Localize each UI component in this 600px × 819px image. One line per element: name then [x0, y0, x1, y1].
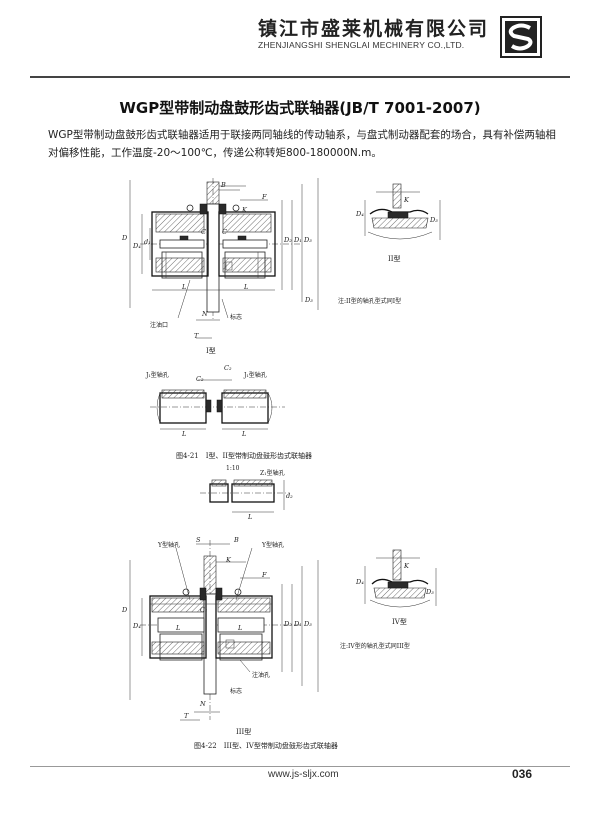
- fig1-dim-d3-bottom: D₃: [305, 296, 313, 304]
- inset2-dim-k: K: [404, 196, 409, 204]
- inset4-dim-d3: D₃: [426, 588, 434, 596]
- fig2-dim-l-left: L: [176, 624, 181, 632]
- fig1-dim-d2: D₂: [284, 236, 292, 244]
- shaft-dim-c2-left: C₂: [196, 375, 204, 383]
- z1-taper: 1:10: [226, 465, 240, 472]
- fig1-dim-f: F: [262, 193, 267, 201]
- fig1-label-mark: 标志: [230, 314, 243, 321]
- fig2-dim-l-right: L: [238, 624, 243, 632]
- shaft-right-label: J₁型轴孔: [244, 372, 267, 379]
- company-name-cn: 镇江市盛莱机械有限公司: [258, 18, 490, 40]
- fig1-dim-c-left: C: [201, 228, 206, 236]
- fig1-dim-l-left: L: [182, 283, 187, 291]
- fig2-dim-n: N: [200, 700, 206, 708]
- footer-url[interactable]: www.js-sljx.com: [268, 769, 339, 780]
- inset2-dim-d3: D₃: [430, 216, 438, 224]
- fig2-dim-d1: D₁: [294, 620, 302, 628]
- shaft-dim-c2-right: C₂: [224, 364, 232, 372]
- fig2-dim-f: F: [262, 571, 267, 579]
- z1-label: Z₁型轴孔: [260, 470, 285, 477]
- shaft-dim-l-right: L: [242, 430, 247, 438]
- fig1-dim-t: T: [194, 332, 199, 340]
- product-description: WGP型带制动盘鼓形齿式联轴器适用于联接两同轴线的传动轴系，与盘式制动器配套的场…: [48, 129, 556, 159]
- fig-4-22-caption: 图4-22 III型、IV型带制动盘鼓形齿式联轴器: [194, 742, 338, 750]
- company-logo-icon: [500, 16, 542, 58]
- inset2-dim-d4: D₄: [356, 210, 364, 218]
- shaft-z1-drawing: [200, 479, 290, 513]
- inset4-dim-k: K: [404, 562, 409, 570]
- fig1-type-caption: I型: [206, 347, 216, 355]
- shaft-left-label: J₁型轴孔: [146, 372, 169, 379]
- fig2-dim-d2: D₂: [284, 620, 292, 628]
- inset4-dim-d4: D₄: [356, 578, 364, 586]
- fig1-dim-b: B: [221, 181, 226, 189]
- fig2-dim-d4: D₄: [133, 622, 141, 630]
- fig1-dim-d1: D₁: [294, 236, 302, 244]
- fig2-dim-t: T: [184, 712, 189, 720]
- fig1-dim-d3: D₃: [304, 236, 312, 244]
- fig2-dim-b: B: [234, 536, 239, 544]
- header-rule: [30, 76, 570, 78]
- z1-dim-l: L: [248, 513, 253, 521]
- fig1-drawing: [129, 178, 319, 339]
- fig2-y-label-left: Y型轴孔: [158, 542, 180, 549]
- fig1-dim-k: K: [242, 206, 247, 214]
- fig2-dim-c1: C₁: [200, 606, 208, 614]
- fig2-label-mark: 标志: [230, 688, 243, 695]
- fig2-dim-d3: D₃: [304, 620, 312, 628]
- fig1-dim-d1-small: d₁: [144, 238, 151, 246]
- fig2-type-caption: III型: [236, 728, 252, 736]
- z1-dim-d2: d₂: [286, 492, 293, 500]
- fig1-dim-d4: D₄: [133, 242, 141, 250]
- page-title: WGP型带制动盘鼓形齿式联轴器(JB/T 7001-2007): [119, 99, 481, 117]
- fig2-note: 注:IV型的轴孔型式同III型: [340, 643, 410, 650]
- fig1-dim-c-right: C: [222, 228, 227, 236]
- fig2-dim-d: D: [122, 606, 128, 614]
- fig2-dim-s: S: [196, 536, 201, 544]
- fig1-inset-drawing: [364, 183, 441, 240]
- fig1-label-oil-port: 注油口: [150, 322, 169, 329]
- fig2-y-label-right: Y型轴孔: [262, 542, 284, 549]
- shaft-dim-l-left: L: [182, 430, 187, 438]
- fig2-drawing: [129, 540, 319, 721]
- fig1-dim-n: N: [202, 310, 208, 318]
- shaft-j1-drawing: [150, 379, 285, 430]
- inset2-caption: II型: [388, 255, 401, 263]
- fig-4-21-caption: 图4-21 I型、II型带制动盘鼓形齿式联轴器: [176, 452, 313, 460]
- fig2-label-oil-hole: 注油孔: [252, 672, 271, 679]
- company-name-en: ZHENJIANGSHI SHENGLAI MECHINERY CO.,LTD.: [258, 40, 465, 50]
- fig1-dim-l-right: L: [244, 283, 249, 291]
- footer-rule: [30, 766, 570, 767]
- fig2-dim-k: K: [226, 556, 231, 564]
- fig2-inset-drawing: [364, 549, 437, 608]
- fig1-dim-d: D: [122, 234, 128, 242]
- page-number: 036: [512, 767, 533, 781]
- fig1-note: 注:II型的轴孔型式同I型: [338, 298, 402, 305]
- inset4-caption: IV型: [392, 618, 407, 626]
